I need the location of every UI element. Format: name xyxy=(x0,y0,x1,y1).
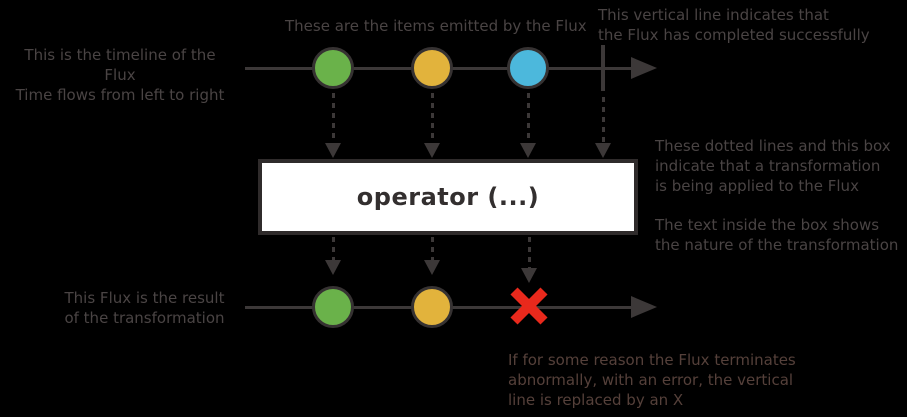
result-note: This Flux is the result of the transform… xyxy=(64,289,225,327)
source-green-marble xyxy=(312,47,354,89)
dotted-arrow-head-icon xyxy=(424,260,440,275)
dotted-arrow-head-icon xyxy=(595,143,611,158)
dotted-arrow-head-icon xyxy=(325,143,341,158)
dotted-arrow-line xyxy=(431,93,434,143)
transformation-note: These dotted lines and this box indicate… xyxy=(655,137,891,195)
error-note: If for some reason the Flux terminates a… xyxy=(508,351,796,409)
completion-line xyxy=(601,45,605,91)
source-blue-marble xyxy=(507,47,549,89)
dotted-arrow-line xyxy=(431,237,434,260)
result-yellow-marble xyxy=(411,286,453,328)
dotted-arrow-line xyxy=(528,237,531,268)
dotted-arrow-head-icon xyxy=(325,260,341,275)
dotted-arrow-line xyxy=(527,93,530,143)
result-green-marble xyxy=(312,286,354,328)
dotted-arrow-line xyxy=(332,93,335,143)
items-note: These are the items emitted by the Flux xyxy=(285,17,587,35)
operator-box: operator (...) xyxy=(258,159,638,235)
source-yellow-marble xyxy=(411,47,453,89)
result-timeline-arrowhead-icon xyxy=(631,296,657,318)
dotted-arrow-head-icon xyxy=(424,143,440,158)
error-x-icon xyxy=(510,287,548,325)
completion-note: This vertical line indicates that the Fl… xyxy=(598,6,870,44)
operator-label: operator (...) xyxy=(356,183,540,211)
dotted-arrow-head-icon xyxy=(520,143,536,158)
dotted-arrow-line xyxy=(332,237,335,260)
source-timeline-arrowhead-icon xyxy=(631,57,657,79)
box-text-note: The text inside the box shows the nature… xyxy=(655,216,899,254)
timeline-note: This is the timeline of the Flux Time fl… xyxy=(15,46,225,104)
dotted-arrow-head-icon xyxy=(521,268,537,283)
dotted-arrow-line xyxy=(602,97,605,143)
